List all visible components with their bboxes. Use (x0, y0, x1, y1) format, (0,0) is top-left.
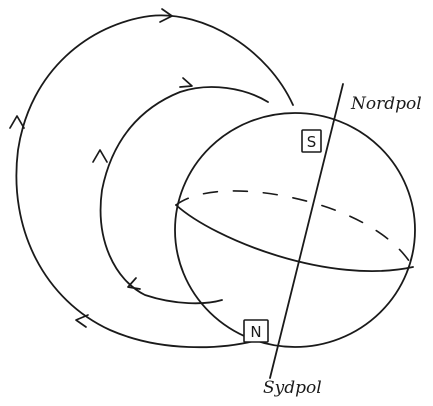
inner-field-line (101, 87, 268, 303)
rotation-axis (270, 84, 343, 378)
magnet-north-label: N (250, 323, 261, 341)
magnet-south-label: S (307, 133, 317, 151)
inner-arrow-top (180, 78, 192, 87)
south-pole-label: Sydpol (263, 378, 322, 398)
equator-front (176, 205, 413, 271)
outer-arrow-left (10, 116, 24, 128)
inner-arrow-left (93, 150, 107, 162)
earth-sphere (175, 113, 415, 347)
north-pole-label: Nordpol (350, 94, 422, 114)
